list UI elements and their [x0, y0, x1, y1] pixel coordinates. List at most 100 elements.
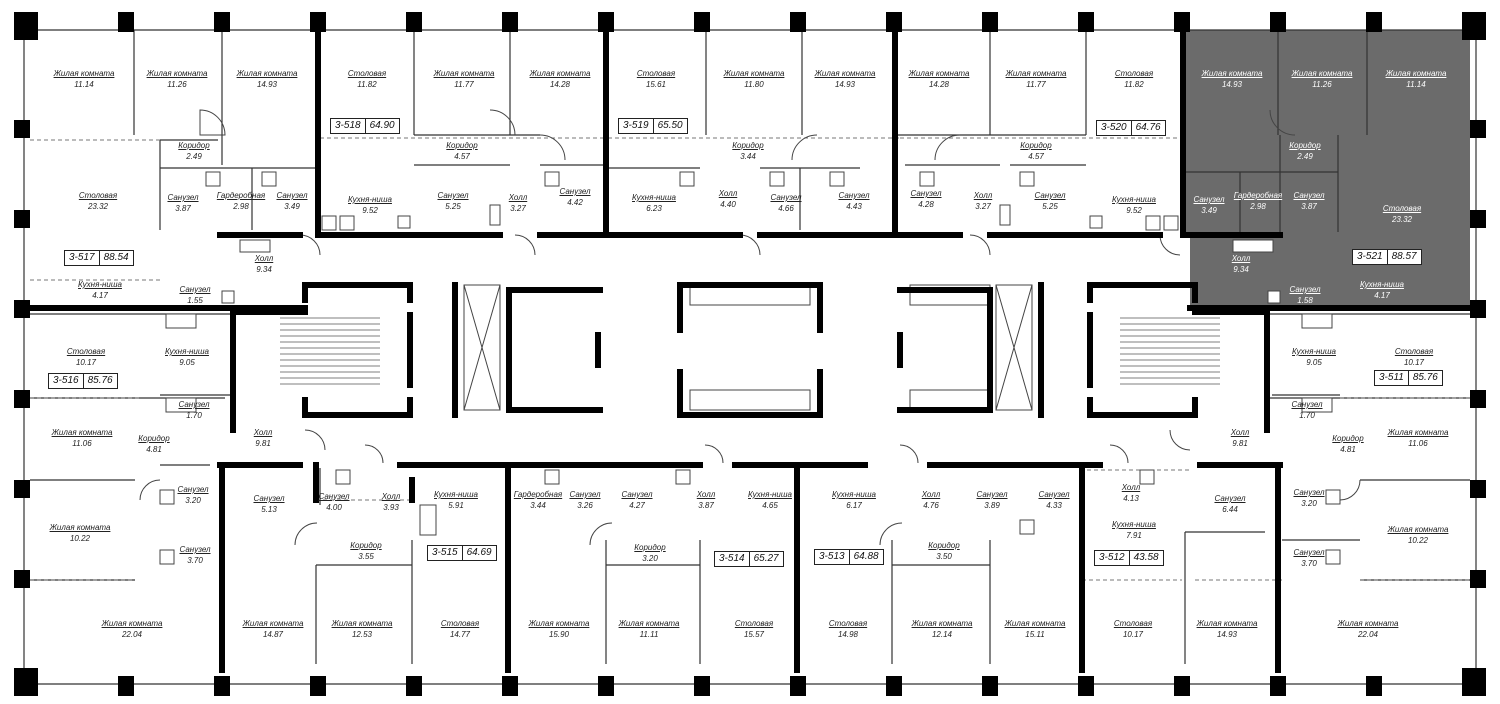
room-area: 22.04 — [1357, 630, 1379, 639]
room-area: 4.57 — [1028, 152, 1044, 161]
room-name: Жилая комната — [242, 619, 304, 628]
room-area: 4.33 — [1046, 501, 1062, 510]
room-area: 3.44 — [740, 152, 756, 161]
room-name: Холл — [1230, 428, 1250, 437]
room-area: 2.49 — [186, 152, 202, 161]
room-name: Санузел — [1214, 494, 1246, 503]
room-name: Гардеробная — [216, 191, 266, 200]
apartment-id: 3-516 — [49, 374, 84, 388]
room-name: Санузел — [167, 193, 199, 202]
apartment-id: 3-518 — [331, 119, 366, 133]
room-name: Столовая — [347, 69, 387, 78]
apartment-3-521-highlight[interactable] — [1183, 30, 1470, 308]
room-area: 5.25 — [1042, 202, 1058, 211]
room-name: Санузел — [253, 494, 285, 503]
room-name: Кухня-ниша — [1360, 280, 1404, 289]
room-area: 14.93 — [834, 80, 856, 89]
room-area: 11.77 — [1026, 80, 1046, 89]
room-area: 10.22 — [69, 534, 91, 543]
room-name: Столовая — [66, 347, 106, 356]
room-name: Кухня-ниша — [78, 280, 122, 289]
room-name: Санузел — [910, 189, 942, 198]
room-name: Холл — [718, 189, 738, 198]
room-area: 7.91 — [1126, 531, 1142, 540]
load-bearing-walls — [27, 27, 1473, 673]
room-name: Коридор — [446, 141, 478, 150]
room-name: Жилая комната — [53, 69, 115, 78]
room-area: 3.87 — [175, 204, 191, 213]
room-area: 4.17 — [1374, 291, 1390, 300]
room-area: 11.82 — [357, 80, 377, 89]
room-name: Санузел — [1038, 490, 1070, 499]
room-name: Холл — [254, 254, 274, 263]
room-name: Коридор — [1289, 141, 1321, 150]
room-name: Холл — [381, 492, 401, 501]
room-name: Коридор — [732, 141, 764, 150]
room-area: 4.27 — [629, 501, 645, 510]
apartment-id: 3-520 — [1097, 121, 1132, 135]
room-area: 1.55 — [187, 296, 203, 305]
room-area: 4.57 — [454, 152, 470, 161]
room-label: Кухня-ниша 4.17 — [78, 279, 122, 301]
room-area: 12.53 — [351, 630, 373, 639]
room-name: Жилая комната — [1201, 69, 1263, 78]
room-name: Жилая комната — [433, 69, 495, 78]
room-area: 3.26 — [577, 501, 593, 510]
room-name: Санузел — [1193, 195, 1225, 204]
room-area: 4.66 — [778, 204, 794, 213]
room-name: Холл — [696, 490, 716, 499]
room-area: 11.80 — [744, 80, 764, 89]
apartment-area: 64.90 — [369, 120, 395, 131]
room-name: Кухня-ниша — [1112, 195, 1156, 204]
room-area: 11.77 — [454, 80, 474, 89]
room-area: 3.20 — [642, 554, 658, 563]
room-name: Жилая комната — [528, 619, 590, 628]
apartment-area: 43.58 — [1133, 552, 1159, 563]
room-name: Коридор — [350, 541, 382, 550]
room-area: 4.17 — [92, 291, 108, 300]
room-label: Коридор 4.57 — [446, 140, 477, 162]
